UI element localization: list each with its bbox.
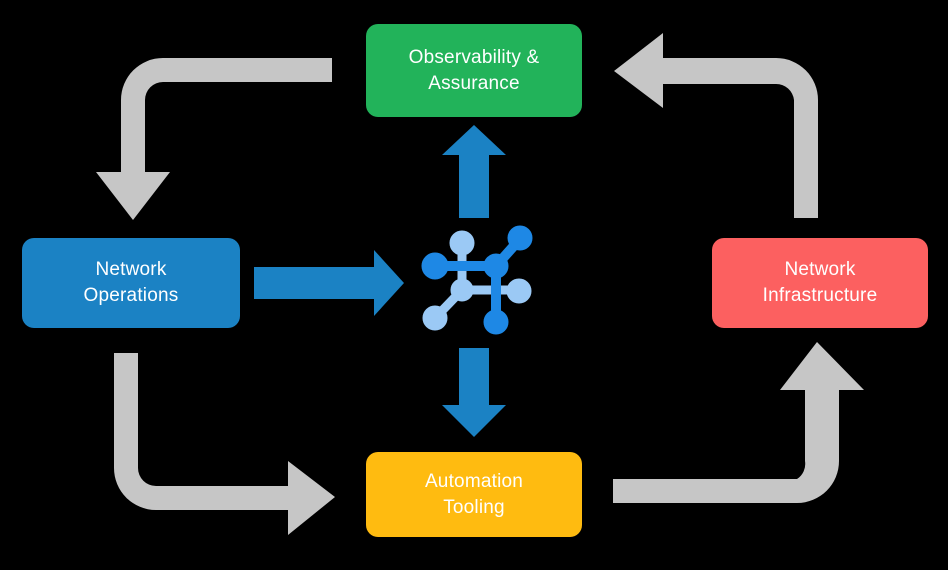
node-automation-tooling[interactable]: Automation Tooling [366,452,582,537]
node-network-infrastructure[interactable]: Network Infrastructure [712,238,928,328]
network-topology-icon [421,225,533,335]
connector-center-to-automation [442,348,506,437]
connector-infrastructure-to-observability [614,33,818,218]
connector-automation-to-infrastructure [613,342,864,503]
connector-operations-to-automation [114,353,335,535]
connector-observability-to-operations [96,58,332,220]
connector-center-to-observability [442,125,506,218]
node-observability-assurance[interactable]: Observability & Assurance [366,24,582,117]
node-network-operations[interactable]: Network Operations [22,238,240,328]
connector-operations-to-center [254,250,404,316]
